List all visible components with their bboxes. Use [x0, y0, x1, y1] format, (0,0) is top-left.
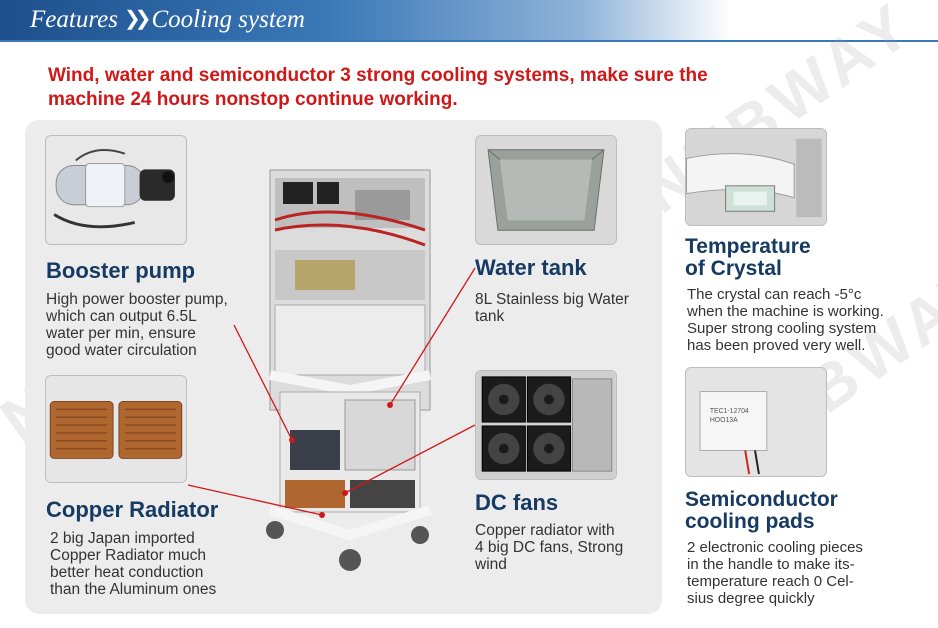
booster-pump-desc-line: which can output 6.5L [46, 308, 197, 325]
dc-fans-desc-line: 4 big DC fans, Strong [475, 539, 624, 556]
crystal-title: Temperature of Crystal [685, 236, 811, 280]
headline: Wind, water and semiconductor 3 strong c… [48, 64, 908, 112]
dc-fans-illustration [476, 371, 616, 479]
semiconductor-title: Semiconductor cooling pads [685, 489, 838, 533]
header-topic-label: Cooling system [151, 6, 305, 33]
header-divider [0, 40, 938, 42]
semiconductor-desc-line: 2 electronic cooling pieces [687, 539, 863, 556]
water-tank-title: Water tank [475, 255, 587, 280]
booster-pump-desc-line: water per min, ensure [46, 325, 196, 342]
dc-fans-title: DC fans [475, 490, 559, 515]
semiconductor-desc-line: sius degree quickly [687, 590, 815, 607]
semiconductor-pad-illustration: TEC1-12704 HOO13A [686, 368, 826, 476]
booster-pump-description: High power booster pump, which can outpu… [46, 291, 228, 359]
copper-radiator-photo [45, 375, 187, 483]
header-section-label: Features [30, 6, 118, 33]
booster-pump-desc-line: good water circulation [46, 342, 197, 359]
crystal-title-line: Temperature [685, 235, 811, 258]
section-header: Features❯❯Cooling system [0, 0, 938, 40]
chip-label-line: TEC1-12704 [710, 408, 749, 415]
dc-fans-desc-line: wind [475, 556, 507, 573]
copper-radiator-desc-line: Copper Radiator much [50, 547, 206, 564]
crystal-description: The crystal can reach -5°c when the mach… [687, 286, 884, 354]
dc-fans-description: Copper radiator with 4 big DC fans, Stro… [475, 522, 623, 573]
machine-illustration [266, 169, 432, 571]
semiconductor-desc-line: in the handle to make its- [687, 556, 855, 573]
crystal-handle-illustration [686, 129, 826, 225]
semiconductor-title-line: cooling pads [685, 510, 815, 533]
copper-radiator-desc-line: than the Aluminum ones [50, 581, 217, 598]
headline-line-1: Wind, water and semiconductor 3 strong c… [48, 65, 708, 86]
double-chevron-right-icon: ❯❯ [123, 8, 151, 30]
header-title: Features❯❯Cooling system [30, 6, 305, 34]
crystal-photo [685, 128, 827, 226]
booster-pump-illustration [46, 136, 186, 244]
copper-radiator-illustration [46, 376, 186, 482]
copper-radiator-title: Copper Radiator [46, 497, 219, 522]
water-tank-illustration [476, 136, 616, 244]
water-tank-desc-line: tank [475, 308, 505, 325]
booster-pump-title: Booster pump [46, 258, 196, 283]
booster-pump-desc-line: High power booster pump, [46, 291, 228, 308]
dc-fans-desc-line: Copper radiator with [475, 522, 615, 539]
copper-radiator-desc-line: better heat conduction [50, 564, 204, 581]
semiconductor-photo: TEC1-12704 HOO13A [685, 367, 827, 477]
crystal-title-line: of Crystal [685, 257, 782, 280]
dc-fans-photo [475, 370, 617, 480]
crystal-desc-line: has been proved very well. [687, 337, 866, 354]
semiconductor-description: 2 electronic cooling pieces in the handl… [687, 539, 863, 607]
chip-label-line: HOO13A [710, 417, 738, 424]
semiconductor-title-line: Semiconductor [685, 488, 838, 511]
crystal-desc-line: The crystal can reach -5°c [687, 286, 862, 303]
crystal-desc-line: when the machine is working. [687, 303, 884, 320]
copper-radiator-desc-line: 2 big Japan imported [50, 530, 195, 547]
booster-pump-photo [45, 135, 187, 245]
water-tank-description: 8L Stainless big Water tank [475, 291, 629, 325]
semiconductor-desc-line: temperature reach 0 Cel- [687, 573, 854, 590]
crystal-desc-line: Super strong cooling system [687, 320, 877, 337]
machine-cutaway-photo [255, 160, 445, 580]
water-tank-photo [475, 135, 617, 245]
copper-radiator-description: 2 big Japan imported Copper Radiator muc… [50, 530, 216, 598]
headline-line-2: machine 24 hours nonstop continue workin… [48, 89, 458, 110]
water-tank-desc-line: 8L Stainless big Water [475, 291, 629, 308]
